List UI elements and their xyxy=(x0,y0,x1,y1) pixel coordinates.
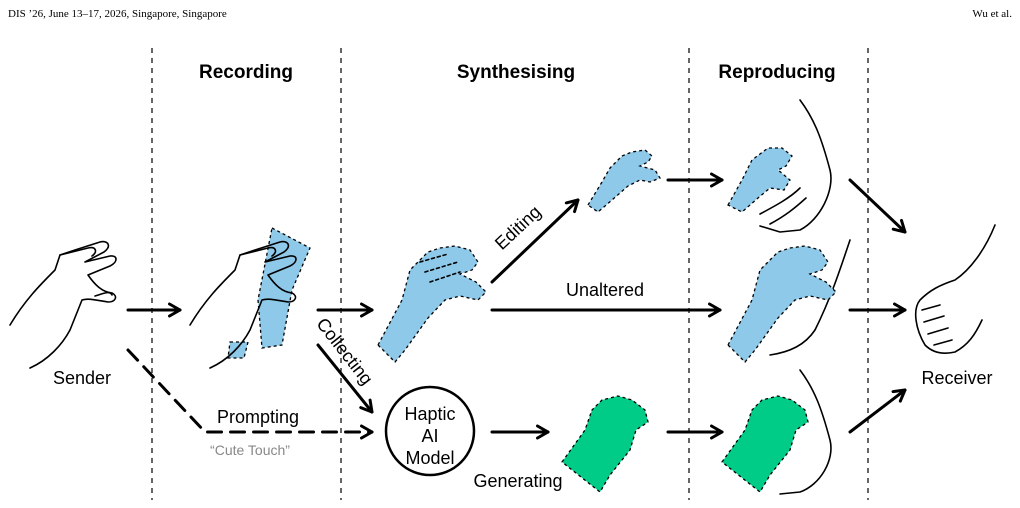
reproduced-touch-area xyxy=(721,395,809,493)
reproduced-unaltered-illustration xyxy=(727,239,851,363)
reproduced-touch-area xyxy=(727,147,793,213)
model-label-line1: Haptic xyxy=(404,404,455,424)
running-header-authors: Wu et al. xyxy=(972,8,1012,20)
reproduced-generated-illustration xyxy=(721,369,832,495)
recording-hand-illustration xyxy=(189,227,311,369)
arrow xyxy=(848,178,907,234)
model-label-line2: AI xyxy=(421,426,438,446)
arrow xyxy=(848,388,907,434)
model-label-line3: Model xyxy=(405,448,454,468)
sender-hand-illustration xyxy=(9,240,117,369)
reproduced-edited-illustration xyxy=(727,99,832,233)
arrow-collecting xyxy=(316,343,374,414)
flow-label-prompting: Prompting xyxy=(217,407,299,427)
generated-touch-hand xyxy=(561,395,649,493)
receiver-label: Receiver xyxy=(921,368,992,388)
reproduced-touch-area xyxy=(727,245,837,363)
edited-touch-hand xyxy=(587,149,661,213)
flow-label-generating: Generating xyxy=(473,471,562,491)
stage-title-reproducing: Reproducing xyxy=(718,62,835,83)
flow-label-editing: Editing xyxy=(491,202,545,254)
stage-title-synthesising: Synthesising xyxy=(457,62,575,83)
arrow-editing xyxy=(490,198,580,284)
finger-outline xyxy=(419,253,461,283)
stage-title-recording: Recording xyxy=(199,62,293,83)
prompt-example-text: “Cute Touch” xyxy=(210,442,290,458)
running-header-venue: DIS ’26, June 13–17, 2026, Singapore, Si… xyxy=(8,8,227,20)
recorded-touch-area xyxy=(227,341,249,359)
arrow-prompting xyxy=(126,348,374,440)
flow-label-unaltered: Unaltered xyxy=(566,280,644,300)
haptic-ai-model-node xyxy=(384,385,476,477)
receiver-hand-illustration xyxy=(914,224,996,354)
collected-touch-hand xyxy=(377,245,487,363)
sender-label: Sender xyxy=(53,368,111,388)
